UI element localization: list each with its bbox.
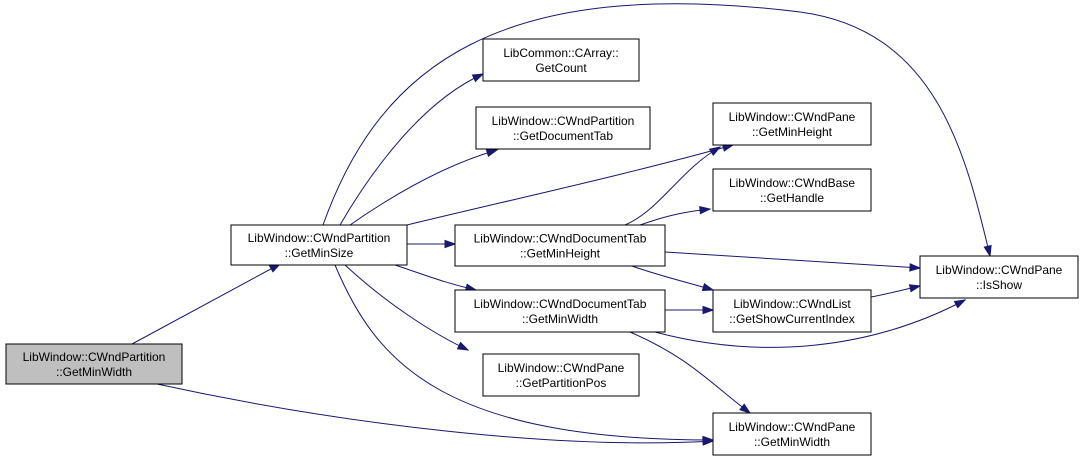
node-label-line1: LibWindow::CWndBase	[729, 176, 855, 190]
node-label-line2: ::GetPartitionPos	[516, 376, 607, 390]
edge-arrowhead	[699, 205, 712, 215]
node-pane-getminheight[interactable]: LibWindow::CWndPane::GetMinHeight	[712, 102, 872, 146]
edge-list_getshowcurrentindex-to-pane_isshow	[870, 284, 922, 298]
edge-dt_getminheight-to-base_gethandle	[639, 205, 712, 226]
edge-p_getminsize-to-pane_getminwidth	[334, 264, 715, 445]
node-box	[712, 102, 872, 146]
node-dt-getminheight[interactable]: LibWindow::CWndDocumentTab::GetMinHeight	[454, 224, 666, 267]
edge-line	[131, 263, 281, 345]
edge-p_getminsize-to-pane_isshow	[322, 3, 992, 258]
edge-arrowhead	[456, 341, 470, 351]
edge-arrowhead	[708, 146, 722, 157]
node-box	[712, 168, 872, 212]
node-label-line2: ::GetHandle	[760, 191, 824, 205]
node-label-line2: GetCount	[535, 61, 587, 75]
edge-arrowhead	[702, 305, 715, 315]
node-box	[919, 255, 1079, 299]
edge-line	[406, 144, 734, 226]
edge-arrowhead	[701, 282, 715, 292]
edge-line	[394, 264, 477, 291]
node-label-line2: ::GetShowCurrentIndex	[729, 312, 854, 326]
edge-dt_getminheight-to-pane_isshow	[664, 251, 922, 272]
edge-arrowhead	[908, 284, 922, 293]
node-box	[475, 106, 651, 150]
edge-line	[334, 264, 714, 441]
node-label-line1: LibWindow::CWndDocumentTab	[474, 232, 647, 246]
node-dt-getminwidth[interactable]: LibWindow::CWndDocumentTab::GetMinWidth	[454, 289, 666, 333]
node-label-line1: LibWindow::CWndPartition	[23, 350, 166, 364]
node-box	[454, 289, 666, 333]
node-box	[5, 343, 183, 385]
edge-line	[322, 3, 991, 257]
edge-p_getminsize-to-p_getdocumenttab	[349, 148, 499, 226]
node-label-line1: LibWindow::CWndDocumentTab	[474, 297, 647, 311]
node-pane-isshow[interactable]: LibWindow::CWndPane::IsShow	[919, 255, 1079, 299]
edge-arrowhead	[444, 239, 457, 249]
node-label-line2: ::GetMinWidth	[754, 435, 830, 449]
node-base-gethandle[interactable]: LibWindow::CWndBase::GetHandle	[712, 168, 872, 212]
edge-arrowhead	[953, 299, 967, 309]
node-pane-getpartitionpos[interactable]: LibWindow::CWndPane::GetPartitionPos	[482, 353, 640, 397]
edge-p_getminsize-to-dt_getminwidth	[394, 264, 478, 292]
edge-dt_getminwidth-to-pane_getminwidth	[629, 331, 752, 414]
edge-p_getminsize-to-pane_getpartitionpos	[344, 264, 470, 351]
node-box	[712, 412, 872, 456]
node-box	[482, 38, 640, 82]
edge-line	[339, 73, 484, 226]
node-label-line2: ::GetMinSize	[285, 246, 354, 260]
edge-line	[654, 299, 966, 348]
edge-line	[156, 383, 714, 444]
node-label-line2: ::GetMinHeight	[520, 247, 601, 261]
edge-p_getminwidth-to-p_getminsize	[131, 263, 282, 345]
node-label-line1: LibWindow::CWndPane	[936, 263, 1063, 277]
node-label-line2: ::GetMinWidth	[56, 365, 132, 379]
node-p-getminsize[interactable]: LibWindow::CWndPartition::GetMinSize	[230, 224, 408, 266]
edge-p_getminsize-to-ca_getcount	[339, 73, 485, 226]
edge-arrowhead	[702, 435, 715, 445]
edge-dt_getminwidth-to-list_getshowcurrentindex	[665, 305, 715, 315]
edge-arrowhead	[909, 263, 922, 272]
edge-arrowhead	[983, 244, 992, 258]
node-box	[712, 289, 872, 333]
node-box	[482, 353, 640, 397]
node-label-line2: ::IsShow	[976, 278, 1022, 292]
edge-p_getminsize-to-dt_getminheight	[407, 239, 457, 249]
node-label-line1: LibWindow::CWndList	[733, 297, 851, 311]
edge-line	[624, 146, 721, 226]
edge-dt_getminheight-to-pane_getminheight	[624, 146, 722, 226]
node-box	[230, 224, 408, 266]
edge-arrowhead	[471, 73, 485, 83]
node-pane-getminwidth[interactable]: LibWindow::CWndPane::GetMinWidth	[712, 412, 872, 456]
edge-dt_getminwidth-to-pane_isshow	[654, 299, 967, 348]
node-p-getdocumenttab[interactable]: LibWindow::CWndPartition::GetDocumentTab	[475, 106, 651, 150]
node-p-getminwidth[interactable]: LibWindow::CWndPartition::GetMinWidth	[5, 343, 183, 385]
node-ca-getcount[interactable]: LibCommon::CArray::GetCount	[482, 38, 640, 82]
node-label-line1: LibWindow::CWndPartition	[492, 114, 635, 128]
edge-line	[631, 265, 714, 291]
edge-arrowhead	[485, 148, 499, 158]
node-list-getshowcurrentindex[interactable]: LibWindow::CWndList::GetShowCurrentIndex	[712, 289, 872, 333]
node-label-line2: ::GetMinWidth	[522, 312, 598, 326]
edges-layer	[131, 3, 992, 446]
edge-arrowhead	[739, 403, 752, 414]
node-label-line2: ::GetMinHeight	[752, 125, 833, 139]
node-label-line1: LibWindow::CWndPane	[729, 110, 856, 124]
edge-line	[664, 251, 921, 269]
edge-line	[349, 149, 498, 226]
nodes-layer: LibWindow::CWndPartition::GetMinWidthLib…	[5, 38, 1079, 456]
edge-line	[344, 264, 469, 351]
edge-line	[639, 208, 711, 226]
node-label-line1: LibWindow::CWndPane	[729, 420, 856, 434]
node-label-line1: LibCommon::CArray::	[503, 46, 618, 60]
edge-line	[629, 331, 751, 414]
node-label-line1: LibWindow::CWndPartition	[248, 231, 391, 245]
edge-dt_getminheight-to-list_getshowcurrentindex	[631, 265, 715, 292]
node-label-line2: ::GetDocumentTab	[513, 129, 613, 143]
node-label-line1: LibWindow::CWndPane	[498, 361, 625, 375]
node-box	[454, 224, 666, 267]
